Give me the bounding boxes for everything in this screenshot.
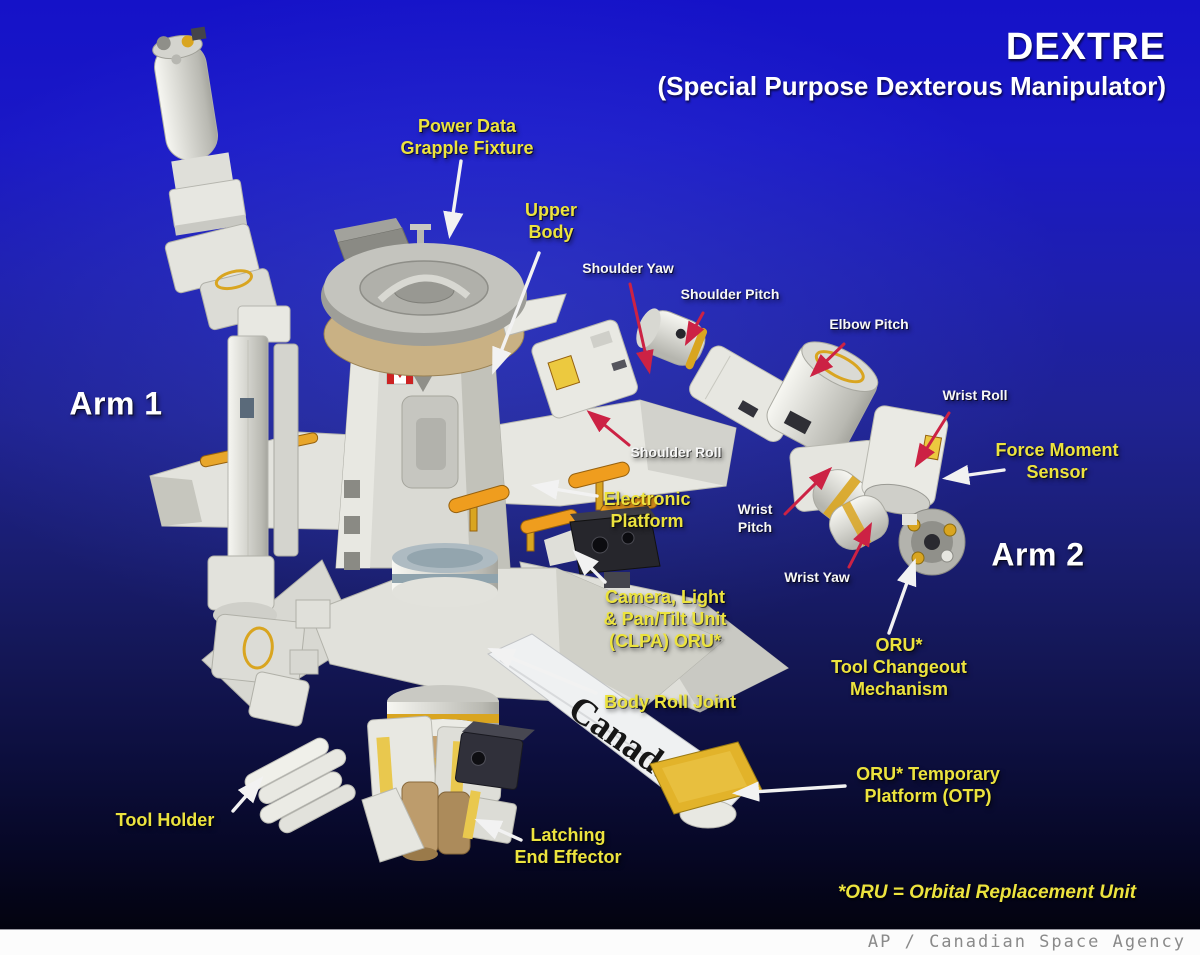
callout-oru-tool-changeout: ORU* Tool Changeout Mechanism: [831, 635, 967, 699]
robot-illustration: Canada: [149, 26, 1006, 863]
page-title: DEXTRE: [1005, 26, 1166, 68]
callout-camera-light-pan-tilt: Camera, Light & Pan/Tilt Unit (CLPA) ORU…: [603, 587, 727, 651]
credit-text: AP / Canadian Space Agency: [867, 932, 1186, 952]
callout-electronic-platform: Electronic Platform: [603, 489, 691, 531]
callout-power-data-grapple-fixture: Power Data Grapple Fixture: [400, 116, 534, 158]
callout-tool-holder: Tool Holder: [115, 810, 215, 831]
lee-camera-box: [454, 721, 535, 790]
power-data-grapple-fixture: [321, 218, 567, 377]
callout-latching-end-effector: Latching End Effector: [514, 825, 622, 867]
boom-arm: Canada: [487, 633, 763, 829]
arm1-group: [152, 26, 356, 834]
diagram-background: Canada: [0, 0, 1200, 930]
latching-end-effector-assembly: [361, 685, 535, 863]
callout-force-moment-sensor: Force Moment Sensor: [995, 440, 1119, 482]
callout-arrows: [231, 159, 1006, 842]
label-arm-1: Arm 1: [69, 385, 163, 422]
tool-changeout-mechanism: [898, 508, 966, 576]
oru-footnote: *ORU = Orbital Replacement Unit: [837, 882, 1137, 903]
callout-elbow-pitch: Elbow Pitch: [829, 316, 909, 333]
upper-body-column: [335, 347, 511, 570]
label-arm-2: Arm 2: [991, 536, 1085, 573]
callout-shoulder-roll: Shoulder Roll: [630, 444, 722, 461]
callout-wrist-pitch: Wrist Pitch: [737, 501, 773, 535]
credit-bar: AP / Canadian Space Agency: [0, 929, 1200, 955]
tool-holder-cylinders: [244, 737, 356, 834]
center-body: Canada: [149, 218, 789, 863]
page-subtitle: (Special Purpose Dexterous Manipulator): [657, 71, 1166, 101]
callout-wrist-roll: Wrist Roll: [942, 387, 1008, 404]
callout-shoulder-yaw: Shoulder Yaw: [582, 260, 674, 277]
title-block: DEXTRE (Special Purpose Dexterous Manipu…: [657, 26, 1166, 102]
callout-body-roll-joint: Body Roll Joint: [604, 692, 736, 713]
body-roll-joint-cylinder: [392, 543, 498, 607]
callout-shoulder-pitch: Shoulder Pitch: [680, 286, 780, 303]
callout-oru-temporary-platform: ORU* Temporary Platform (OTP): [856, 764, 1000, 806]
callout-upper-body: Upper Body: [524, 200, 578, 242]
callout-wrist-yaw: Wrist Yaw: [784, 569, 850, 586]
